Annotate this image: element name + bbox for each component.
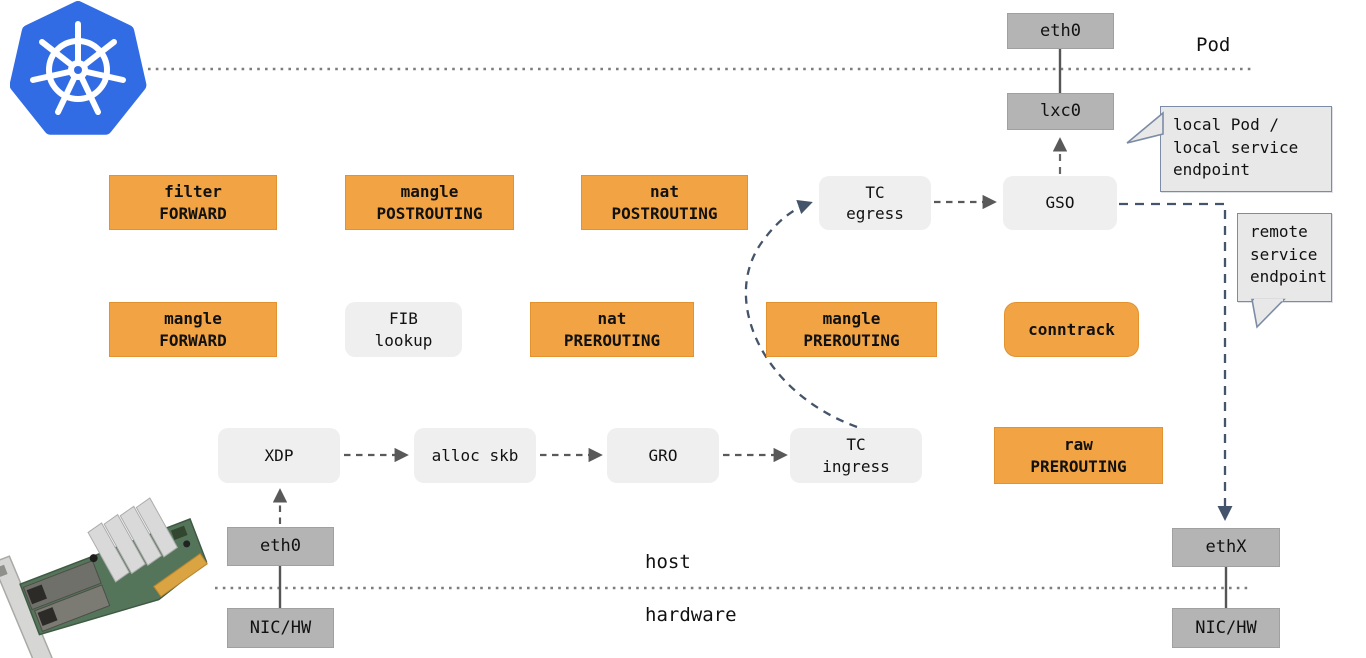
wheel-hub-center	[74, 66, 82, 74]
alloc-skb-box: alloc skb	[414, 428, 536, 483]
hardware-zone-label: hardware	[645, 604, 737, 626]
tc-ingress-box: TC ingress	[790, 428, 922, 483]
remote-nichw-box: NIC/HW	[1172, 608, 1280, 648]
filter-forward-box: filter FORWARD	[109, 175, 277, 230]
mangle-postrouting-box: mangle POSTROUTING	[345, 175, 514, 230]
local-endpoint-callout: local Pod / local service endpoint	[1160, 106, 1332, 192]
xdp-box: XDP	[218, 428, 340, 483]
nic-photo	[0, 497, 208, 658]
fib-lookup-box: FIB lookup	[345, 302, 462, 357]
arrow-tcingress-to-tcegress-curve	[744, 199, 858, 429]
host-eth0-box: eth0	[227, 527, 334, 566]
arrow-gso-to-ethx-remote-path	[1119, 202, 1233, 521]
gso-box: GSO	[1003, 176, 1117, 230]
mangle-prerouting-box: mangle PREROUTING	[766, 302, 937, 357]
pod-eth0-box: eth0	[1007, 13, 1114, 49]
remote-endpoint-callout: remote service endpoint	[1237, 213, 1332, 302]
conntrack-box: conntrack	[1004, 302, 1139, 357]
tc-egress-box: TC egress	[819, 176, 931, 230]
nat-postrouting-box: nat POSTROUTING	[581, 175, 748, 230]
pod-zone-label: Pod	[1196, 34, 1231, 56]
host-nichw-box: NIC/HW	[227, 608, 334, 648]
mangle-forward-box: mangle FORWARD	[109, 302, 277, 357]
raw-prerouting-box: raw PREROUTING	[994, 427, 1163, 484]
ethx-box: ethX	[1172, 528, 1280, 567]
lxc0-box: lxc0	[1007, 93, 1114, 130]
kubernetes-logo-icon	[10, 1, 147, 135]
nat-prerouting-box: nat PREROUTING	[530, 302, 694, 357]
gro-box: GRO	[607, 428, 719, 483]
host-zone-label: host	[645, 551, 691, 573]
